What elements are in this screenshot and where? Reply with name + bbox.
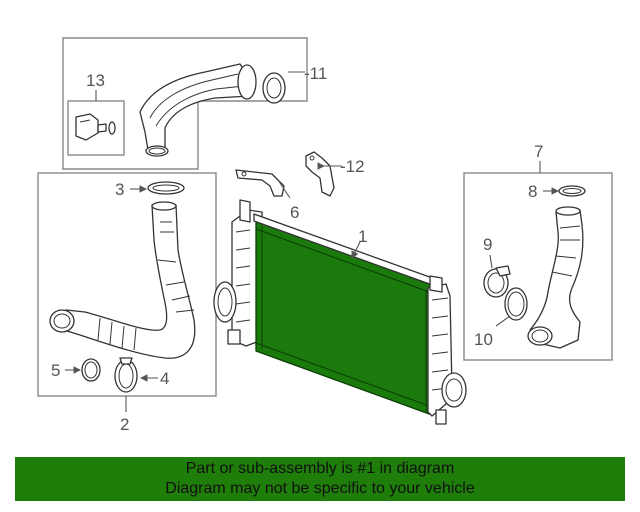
hose-part-2[interactable]: [49, 201, 196, 359]
group-box-2: [37, 172, 217, 397]
sensor-part-13[interactable]: [75, 113, 116, 141]
parts-diagram: 13 -11 6 -12 2 3: [37, 37, 613, 434]
callout-4[interactable]: 4: [160, 369, 169, 388]
seal-part-5[interactable]: [81, 358, 101, 382]
info-banner: Part or sub-assembly is #1 in diagram Di…: [15, 457, 625, 501]
inlet-duct-part-11[interactable]: [139, 63, 286, 157]
banner-line-1: Part or sub-assembly is #1 in diagram: [185, 460, 455, 477]
clamp-part-3[interactable]: [147, 181, 185, 195]
intercooler-part-1[interactable]: [213, 199, 467, 425]
callout-6[interactable]: 6: [290, 203, 299, 222]
clamp-part-8[interactable]: [558, 185, 586, 197]
clamp-part-4[interactable]: [114, 357, 138, 393]
banner-line-2: Diagram may not be specific to your vehi…: [165, 480, 475, 497]
callout-11[interactable]: -11: [304, 64, 327, 83]
bracket-part-6[interactable]: [235, 169, 285, 197]
callout-7[interactable]: 7: [534, 142, 543, 161]
callout-3[interactable]: 3: [115, 180, 124, 199]
bracket-part-12[interactable]: [305, 151, 335, 197]
callout-12[interactable]: -12: [340, 157, 365, 176]
callout-5[interactable]: 5: [51, 361, 60, 380]
callout-10[interactable]: 10: [474, 330, 493, 349]
callout-2[interactable]: 2: [120, 415, 129, 434]
clamp-part-9[interactable]: [483, 265, 511, 298]
callout-8[interactable]: 8: [528, 182, 537, 201]
callout-1[interactable]: 1: [358, 227, 367, 246]
hose-part-7[interactable]: [527, 206, 584, 349]
group-box-7: [463, 172, 613, 361]
callout-9[interactable]: 9: [483, 235, 492, 254]
callout-13[interactable]: 13: [86, 71, 105, 90]
seal-part-10[interactable]: [504, 287, 528, 321]
